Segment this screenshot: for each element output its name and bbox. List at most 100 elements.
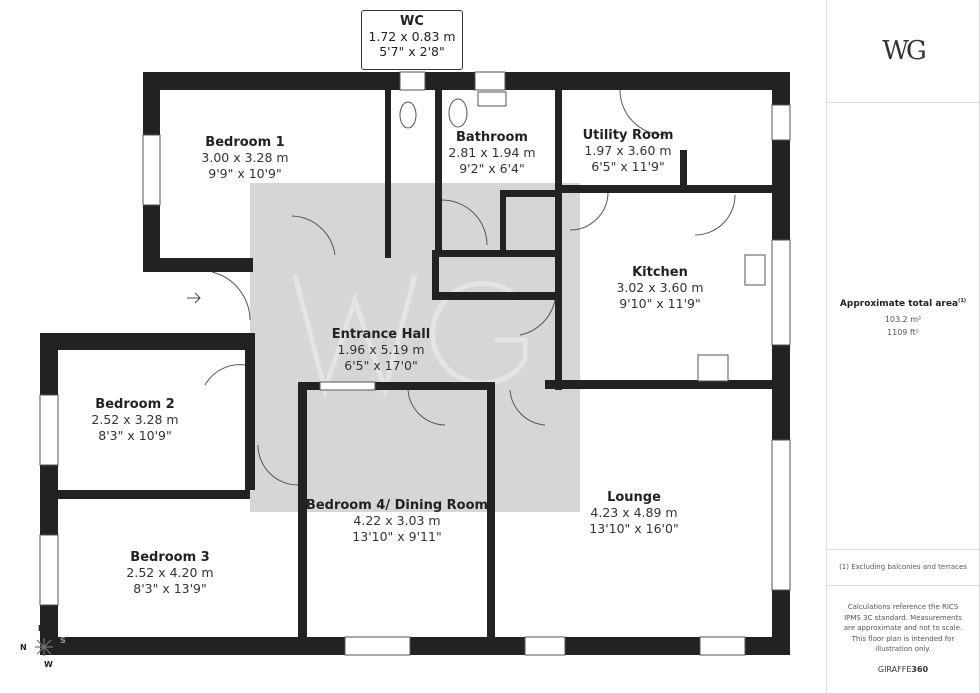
- door-swing: [204, 364, 246, 386]
- brand-b: 360: [911, 664, 929, 674]
- wall: [298, 382, 495, 390]
- compass-e: E: [38, 624, 44, 633]
- wall: [40, 333, 58, 655]
- window: [39, 394, 59, 466]
- room-metric: 3.02 x 3.60 m: [616, 280, 704, 295]
- window: [524, 636, 566, 656]
- area-section: Approximate total area(1) 103.2 m² 1109 …: [827, 103, 979, 550]
- wall: [555, 90, 562, 300]
- room-name: Entrance Hall: [331, 327, 431, 342]
- room-metric: 1.97 x 3.60 m: [584, 143, 672, 158]
- room-name: Bedroom 2: [95, 397, 175, 412]
- toilet-icon: [448, 98, 468, 128]
- window: [474, 71, 506, 91]
- room-metric: 2.52 x 3.28 m: [91, 412, 179, 427]
- window: [771, 239, 791, 346]
- giraffe360-logo: GIRAFFE360: [841, 665, 965, 676]
- room-imperial: 9'9" x 10'9": [208, 166, 282, 181]
- footnote: (1) Excluding balconies and terraces: [827, 550, 979, 586]
- compass-n: N: [20, 643, 27, 652]
- room-name: Kitchen: [632, 265, 688, 280]
- disclaimer-section: Calculations reference the RICS IPMS 3C …: [827, 586, 979, 693]
- wall: [58, 490, 250, 499]
- room-imperial: 13'10" x 9'11": [352, 529, 442, 544]
- window: [771, 439, 791, 591]
- room-metric: 2.52 x 4.20 m: [126, 565, 214, 580]
- disclaimer: Calculations reference the RICS IPMS 3C …: [843, 603, 963, 653]
- wall: [555, 300, 562, 390]
- room-name: Bedroom 4/ Dining Room: [305, 498, 489, 513]
- sink-icon: [744, 254, 766, 286]
- door-swing: [407, 389, 446, 426]
- wall: [432, 250, 439, 300]
- compass-star-icon: [35, 638, 53, 656]
- wall: [680, 150, 687, 190]
- door-swing: [509, 389, 546, 426]
- wall: [143, 258, 253, 272]
- wall: [500, 190, 555, 197]
- door-swing: [619, 89, 666, 136]
- logo-section: WG: [827, 0, 979, 103]
- watermark-logo: [292, 274, 528, 399]
- compass-icon: E N W S: [20, 624, 70, 670]
- wall: [143, 72, 790, 90]
- room-imperial: 9'2" x 6'4": [459, 161, 525, 176]
- window: [344, 636, 411, 656]
- brand-a: GIRAFFE: [877, 664, 912, 674]
- window: [399, 71, 426, 91]
- area-m2: 103.2 m²: [884, 315, 922, 324]
- wall: [432, 292, 562, 300]
- room-name: Bathroom: [456, 130, 528, 145]
- window: [39, 534, 59, 606]
- walls: [39, 71, 791, 656]
- wall: [500, 190, 506, 250]
- room-name: Lounge: [607, 490, 661, 505]
- room-label-wc: WC 1.72 x 0.83 m 5'7" x 2'8": [361, 10, 463, 70]
- room-name: Bedroom 3: [130, 550, 210, 565]
- window: [699, 636, 746, 656]
- door-swing: [694, 194, 736, 236]
- area-title: Approximate total area: [839, 299, 959, 309]
- brand-logo: WG: [882, 36, 926, 66]
- wall: [245, 350, 255, 490]
- wall: [487, 382, 495, 637]
- wall: [555, 185, 772, 193]
- room-metric: 4.22 x 3.03 m: [353, 513, 441, 528]
- hob-icon: [697, 354, 729, 382]
- room-name: WC: [400, 14, 424, 29]
- entrance-arrow-icon: [187, 292, 201, 304]
- wc-toilet-icon: [399, 101, 417, 129]
- room-imperial: 9'10" x 11'9": [619, 296, 701, 311]
- wall: [435, 90, 442, 250]
- room-imperial: 6'5" x 11'9": [591, 159, 665, 174]
- room-imperial: 8'3" x 10'9": [98, 428, 172, 443]
- door-swing: [569, 192, 609, 231]
- window: [142, 134, 161, 206]
- room-metric: 1.96 x 5.19 m: [337, 342, 425, 357]
- door-swing: [519, 299, 556, 336]
- door-swing: [291, 215, 336, 256]
- compass-s: S: [60, 636, 66, 645]
- room-imperial: 5'7" x 2'8": [379, 44, 445, 59]
- room-imperial: 13'10" x 16'0": [589, 521, 679, 536]
- door-swing: [441, 199, 488, 246]
- bathroom-sink-icon: [477, 91, 507, 107]
- info-sidebar: WG Approximate total area(1) 103.2 m² 11…: [826, 0, 980, 693]
- wall: [40, 333, 255, 350]
- window: [771, 104, 791, 141]
- wall: [298, 382, 307, 637]
- room-metric: 3.00 x 3.28 m: [201, 150, 289, 165]
- area-ft2: 1109 ft²: [887, 328, 919, 337]
- room-name: Utility Room: [582, 128, 674, 143]
- room-metric: 4.23 x 4.89 m: [590, 505, 678, 520]
- compass-w: W: [44, 660, 53, 669]
